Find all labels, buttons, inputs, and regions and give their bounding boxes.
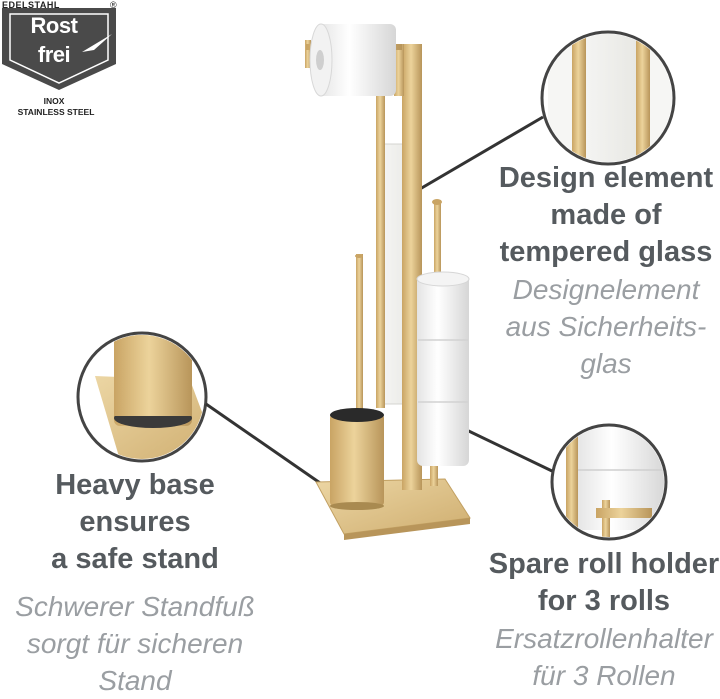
spare-roll-top	[416, 271, 470, 287]
callout-glass-de-1: Designelement	[512, 274, 700, 305]
callout-spare-de-1: Ersatzrollenhalter	[495, 623, 713, 654]
badge-registered-mark: ®	[110, 0, 117, 10]
badge-line-2: frei	[37, 42, 71, 67]
upright-top-connector	[394, 44, 404, 96]
callout-base: Heavy base ensures a safe stand Schwerer…	[0, 467, 270, 699]
zoom-circle-top	[540, 30, 676, 166]
upright-left	[376, 96, 385, 408]
callout-spare-en-1: Spare roll holder	[488, 548, 720, 580]
base-plate-edge	[344, 518, 470, 540]
spare-holder-post	[430, 466, 438, 486]
callout-glass: Design element made of tempered glass De…	[490, 160, 720, 382]
callout-glass-en-1: Design element	[498, 162, 714, 194]
callout-base-de-2: sorgt für sicheren	[26, 628, 244, 659]
callout-spare-de-2: für 3 Rollen	[532, 660, 676, 691]
callout-spare-en-2: for 3 rolls	[537, 585, 671, 617]
badge-top-text: EDELSTAHL	[2, 0, 60, 10]
callout-base-en-1: Heavy base ensures	[55, 469, 215, 538]
brush-handle	[356, 254, 363, 424]
spare-rod-cap	[432, 199, 442, 205]
callout-base-de-3: Stand	[98, 665, 172, 696]
brush-holder	[330, 414, 384, 506]
brush-handle-cap	[355, 254, 363, 258]
badge-line-1: Rost	[30, 13, 78, 38]
badge-sub-2: STAINLESS STEEL	[17, 107, 95, 117]
callout-glass-de-3: glas	[580, 348, 632, 379]
top-roll-core	[316, 50, 324, 70]
callout-base-en-2: a safe stand	[51, 543, 219, 575]
spare-rod	[434, 200, 441, 310]
stainless-badge	[2, 8, 116, 90]
brush-holder-bottom	[330, 502, 384, 510]
callout-glass-en-2: made of	[550, 199, 662, 231]
badge-sub-1: INOX	[43, 96, 65, 106]
badge-inner-outline	[9, 13, 109, 84]
callout-glass-de-2: aus Sicherheits-	[505, 311, 707, 342]
callout-glass-en-3: tempered glass	[499, 236, 713, 268]
top-toilet-roll	[318, 24, 396, 96]
zoom-circle-spare	[550, 423, 668, 541]
spare-rolls-stack	[417, 276, 469, 466]
callout-base-de-1: Schwerer Standfuß	[15, 591, 255, 622]
badge-swoosh-icon	[82, 34, 112, 52]
roll-arm-tip	[305, 40, 311, 68]
pointer-line-base	[205, 402, 337, 496]
zoom-circle-base	[76, 331, 208, 463]
brush-holder-opening	[330, 408, 384, 422]
callout-spare: Spare roll holder for 3 rolls Ersatzroll…	[488, 546, 720, 694]
toilet-stand-product	[305, 23, 471, 540]
